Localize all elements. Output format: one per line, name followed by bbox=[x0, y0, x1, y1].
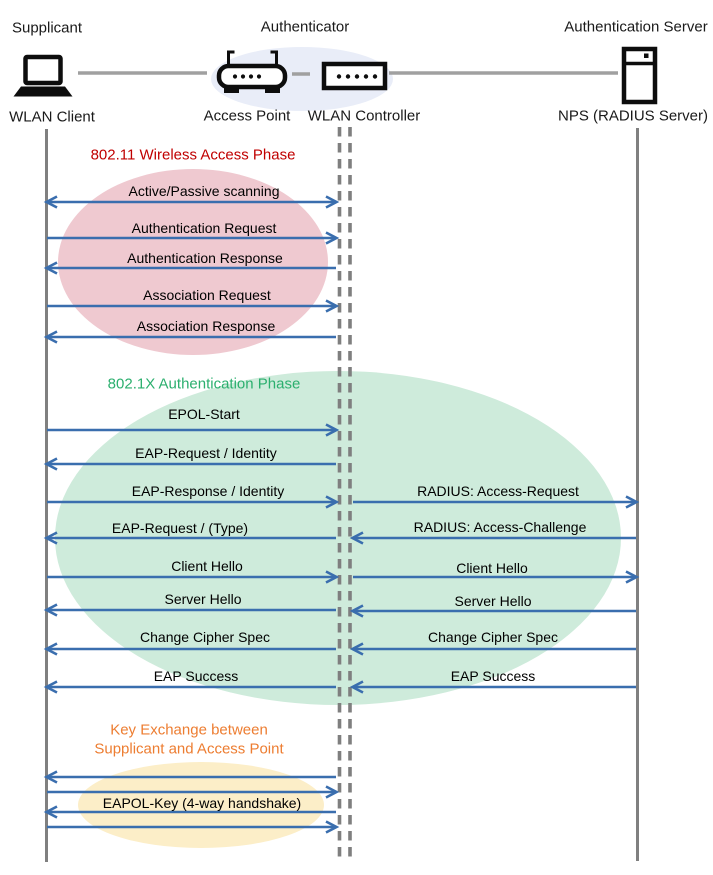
phase-title-authentication: 802.1X Authentication Phase bbox=[107, 375, 301, 393]
arrow-eapol-key-4 bbox=[47, 820, 340, 834]
authentication-phase-ellipse bbox=[55, 371, 621, 705]
message-label-change-cipher-spec-right: Change Cipher Spec bbox=[428, 629, 558, 645]
message-label-active-passive-scanning: Active/Passive scanning bbox=[128, 183, 280, 199]
arrow-authentication-request bbox=[47, 231, 340, 245]
arrow-eap-request-type bbox=[43, 531, 336, 545]
arrow-eapol-key-3 bbox=[43, 805, 336, 819]
message-label-radius-access-challenge: RADIUS: Access-Challenge bbox=[413, 519, 587, 535]
arrow-authentication-response bbox=[43, 261, 336, 275]
wlan-controller-icon bbox=[321, 61, 388, 91]
message-label-server-hello-right: Server Hello bbox=[454, 593, 532, 609]
message-label-authentication-request: Authentication Request bbox=[131, 220, 277, 236]
message-label-eap-success-left: EAP Success bbox=[153, 668, 239, 684]
arrow-client-hello-right bbox=[353, 570, 640, 584]
message-label-radius-access-request: RADIUS: Access-Request bbox=[417, 483, 579, 499]
device-connectors bbox=[78, 71, 618, 76]
arrow-eap-success-right bbox=[349, 680, 636, 694]
arrow-eap-request-identity bbox=[43, 457, 336, 471]
arrow-client-hello-left bbox=[47, 570, 340, 584]
message-arrows-right bbox=[349, 495, 640, 694]
message-label-change-cipher-spec-left: Change Cipher Spec bbox=[140, 629, 270, 645]
message-label-eap-response-identity: EAP-Response / Identity bbox=[131, 483, 285, 499]
arrow-eap-response-identity bbox=[47, 495, 340, 509]
device-label-wlan-controller: WLAN Controller bbox=[307, 107, 421, 125]
laptop-icon bbox=[13, 54, 73, 97]
device-label-access-point: Access Point bbox=[203, 107, 291, 125]
arrow-server-hello-left bbox=[43, 603, 336, 617]
role-label-authenticator: Authenticator bbox=[260, 18, 350, 36]
arrow-association-response bbox=[43, 330, 336, 344]
device-label-nps-radius-server: NPS (RADIUS Server) bbox=[557, 107, 709, 125]
message-label-server-hello-left: Server Hello bbox=[164, 591, 242, 607]
arrow-epol-start bbox=[47, 423, 340, 437]
arrow-eap-success-left bbox=[43, 680, 336, 694]
arrow-radius-access-request bbox=[353, 495, 640, 509]
arrow-change-cipher-spec-left bbox=[43, 642, 336, 656]
wireless-access-phase-ellipse bbox=[58, 169, 328, 355]
arrow-radius-access-challenge bbox=[349, 531, 636, 545]
message-label-eap-request-type: EAP-Request / (Type) bbox=[111, 520, 249, 536]
message-label-authentication-response: Authentication Response bbox=[127, 250, 283, 266]
arrow-eapol-key-2 bbox=[47, 785, 340, 799]
access-point-icon bbox=[216, 50, 288, 93]
message-label-client-hello-left: Client Hello bbox=[171, 558, 243, 574]
authenticator-dashed-lifeline bbox=[337, 127, 352, 859]
arrow-association-request bbox=[47, 299, 340, 313]
phase-title-key-exchange-line1: Key Exchange between bbox=[110, 721, 268, 739]
phase-title-wireless-access: 802.11 Wireless Access Phase bbox=[90, 146, 296, 164]
role-label-authentication-server: Authentication Server bbox=[564, 18, 708, 36]
message-arrows-left bbox=[43, 195, 340, 834]
arrow-change-cipher-spec-right bbox=[349, 642, 636, 656]
arrow-eapol-key-1 bbox=[43, 770, 336, 784]
arrow-active-passive-scanning bbox=[43, 195, 340, 209]
message-label-client-hello-right: Client Hello bbox=[456, 560, 528, 576]
message-label-eap-success-right: EAP Success bbox=[450, 668, 536, 684]
server-icon bbox=[621, 46, 658, 105]
message-label-association-response: Association Response bbox=[136, 318, 276, 334]
phase-title-key-exchange-line2: Supplicant and Access Point bbox=[94, 740, 284, 758]
message-label-association-request: Association Request bbox=[143, 287, 271, 303]
arrow-server-hello-right bbox=[349, 604, 636, 618]
device-label-wlan-client: WLAN Client bbox=[9, 108, 95, 126]
message-label-eap-request-identity: EAP-Request / Identity bbox=[135, 445, 277, 461]
message-label-epol-start: EPOL-Start bbox=[168, 406, 240, 422]
role-label-supplicant: Supplicant bbox=[11, 19, 83, 37]
message-label-eapol-key: EAPOL-Key (4-way handshake) bbox=[102, 795, 302, 811]
